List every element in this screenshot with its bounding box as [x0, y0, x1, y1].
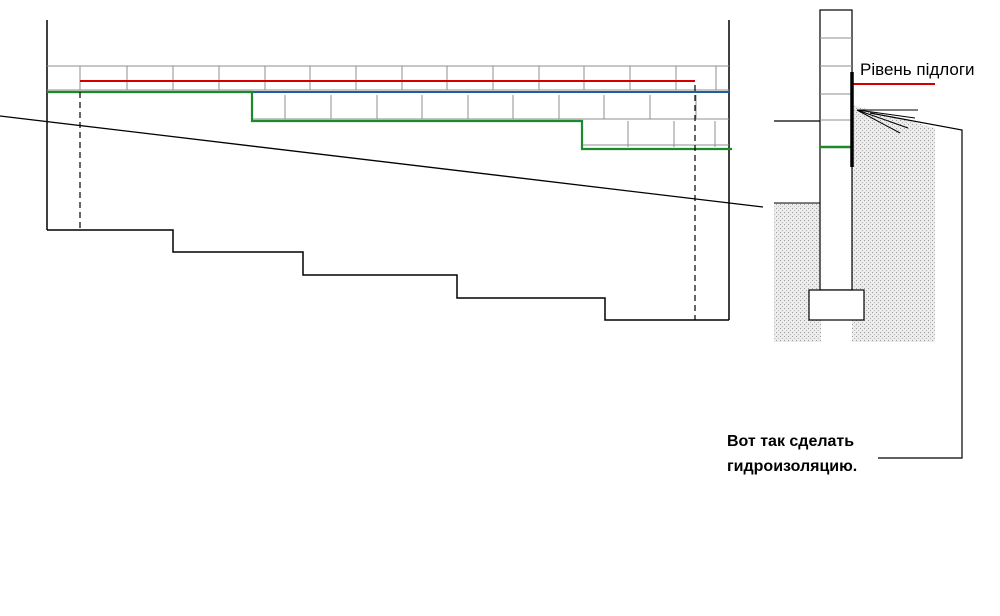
soil-left — [774, 203, 821, 342]
wall-column — [819, 9, 853, 291]
longitudinal-section — [0, 20, 764, 321]
floor-level-label: Рівень підлоги — [860, 60, 975, 79]
footing — [808, 289, 865, 321]
leader-fan — [856, 109, 918, 134]
stepped-foundation-outline — [47, 229, 729, 321]
note-text-line2: гидроизоляцию. — [727, 458, 858, 475]
note-text-line1: Вот так сделать — [727, 433, 855, 450]
note-leader-line — [869, 112, 963, 459]
soil-right — [852, 105, 935, 342]
section-cut-line — [0, 115, 764, 208]
block-grid — [47, 65, 729, 147]
cross-section — [774, 9, 963, 459]
green-waterproofing-line — [47, 90, 732, 151]
